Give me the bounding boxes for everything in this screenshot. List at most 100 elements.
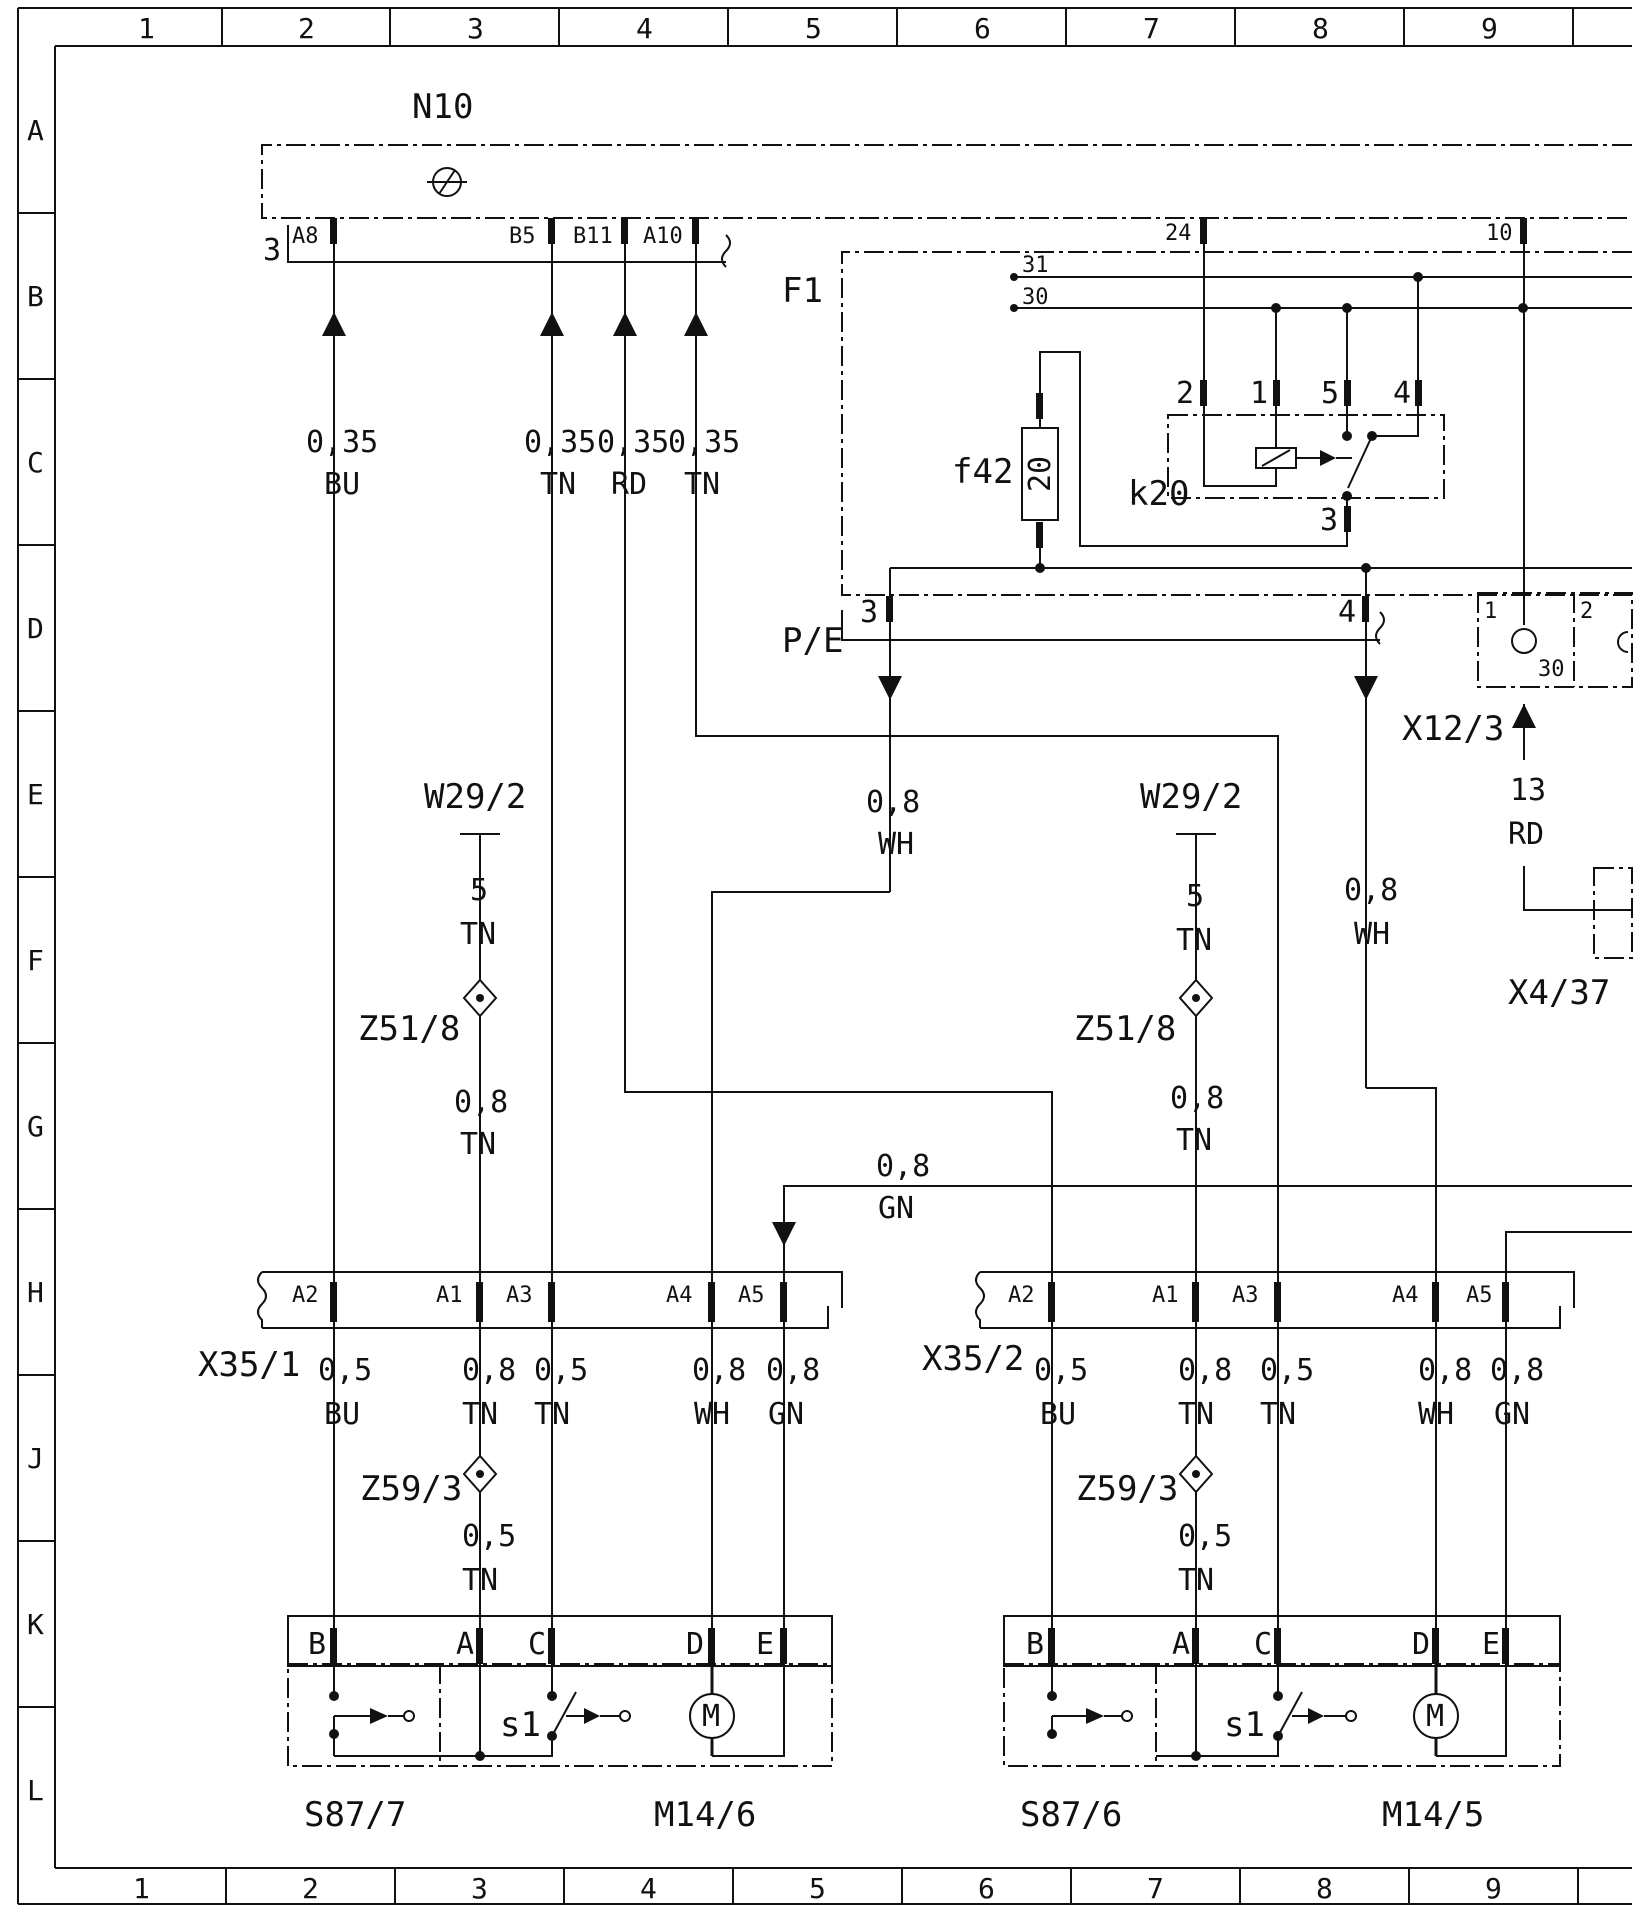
wire-gauge: 0,8	[692, 1353, 746, 1388]
pin-10: 10	[1486, 221, 1513, 246]
col-label: 4	[636, 12, 653, 45]
m14-6-label: M14/6	[654, 1795, 756, 1835]
f42-label: f42	[952, 452, 1013, 492]
z51-left-label: Z51/8	[358, 1009, 460, 1049]
wire-color: GN	[878, 1191, 914, 1226]
col-label: 4	[640, 1872, 657, 1905]
k20-label: k20	[1128, 474, 1189, 514]
row-label: D	[27, 612, 44, 645]
col-label: 7	[1147, 1872, 1164, 1905]
wire-gauge: 5	[470, 873, 488, 908]
z51-right-label: Z51/8	[1074, 1009, 1176, 1049]
wire-color: WH	[694, 1397, 730, 1432]
f42-rating: 20	[1023, 456, 1058, 492]
switch-pin-a: A	[1172, 1627, 1190, 1662]
col-label: 9	[1481, 12, 1498, 45]
x35-1-pin-a4: A4	[666, 1283, 693, 1308]
wire-color: WH	[1418, 1397, 1454, 1432]
wire-gauge: 0,8	[1490, 1353, 1544, 1388]
wire-color: TN	[460, 917, 496, 952]
pin-b11: B11	[573, 224, 613, 249]
pe-pin-4: 4	[1338, 595, 1356, 630]
x4-label: X4/37	[1508, 973, 1610, 1013]
wire-color: TN	[540, 467, 576, 502]
x35-1-label: X35/1	[198, 1345, 300, 1385]
x35-2-pin-a1: A1	[1152, 1283, 1179, 1308]
row-label: J	[27, 1442, 44, 1475]
w29-left: W29/2 5 TN Z51/8 0,8 TN	[358, 777, 526, 1290]
wire-gauge: 0,5	[1034, 1353, 1088, 1388]
row-label: E	[27, 778, 44, 811]
x12-pin-30: 30	[1538, 657, 1565, 682]
f1-box: F1 31 30	[782, 251, 1632, 596]
col-label: 7	[1143, 12, 1160, 45]
col-label: 8	[1312, 12, 1329, 45]
x35-2-pin-a2: A2	[1008, 1283, 1035, 1308]
s1-right-label: s1	[1224, 1705, 1265, 1745]
border-frame	[17, 7, 1632, 1905]
wire-gauge: 0,8	[1170, 1081, 1224, 1116]
wire-gauge: 0,8	[454, 1085, 508, 1120]
pin-a8: A8	[292, 224, 319, 249]
wire-color: TN	[462, 1397, 498, 1432]
wire-gauge: 0,35	[668, 425, 740, 460]
wire-gauge: 0,8	[462, 1353, 516, 1388]
wire-color: WH	[1354, 917, 1390, 952]
switch-pin-d: D	[1412, 1627, 1430, 1662]
wire-gauge: 0,35	[524, 425, 596, 460]
col-label: 5	[805, 12, 822, 45]
wire-gauge: 0,5	[318, 1353, 372, 1388]
k20-relay: k20 2 1 5 4 3	[1039, 244, 1445, 547]
x35-2-label: X35/2	[922, 1339, 1024, 1379]
wire-color: TN	[462, 1563, 498, 1598]
col-label: 2	[302, 1872, 319, 1905]
switch-pin-e: E	[1482, 1627, 1500, 1662]
pin-24: 24	[1165, 221, 1192, 246]
x35-1-connector: A2 A1 A3 A4 A5 X35/1	[198, 1271, 843, 1385]
row-label: L	[27, 1774, 44, 1807]
switch-pin-b: B	[308, 1627, 326, 1662]
wire-gauge: 0,8	[1344, 873, 1398, 908]
wire-color: GN	[1494, 1397, 1530, 1432]
switch-assembly-right: B A C D E s1 M S8	[1003, 1615, 1561, 1835]
n10-module: N10 3 A8 B5 B11 A10	[261, 87, 1632, 268]
col-label: 3	[471, 1872, 488, 1905]
row-label: A	[27, 114, 44, 147]
motor-label: M	[702, 1699, 720, 1734]
top-right-pins: 24 10	[1165, 218, 1527, 246]
switch-assembly-left: B A C D E s1 M S8	[287, 1615, 833, 1835]
motor-label: M	[1426, 1699, 1444, 1734]
x35-2-connector: A2 A1 A3 A4 A5 X35/2	[922, 1271, 1575, 1379]
col-label: 3	[467, 12, 484, 45]
wire-color: TN	[1178, 1397, 1214, 1432]
pe-pin-3: 3	[860, 595, 878, 630]
wire-color: TN	[1176, 923, 1212, 958]
row-label: B	[27, 280, 44, 313]
z59-left-label: Z59/3	[360, 1469, 462, 1509]
col-label: 6	[978, 1872, 995, 1905]
switch-pin-c: C	[528, 1627, 546, 1662]
w29-right-label: W29/2	[1140, 777, 1242, 817]
x35-1-wires: 0,5 BU 0,8 TN Z59/3 0,5 TN 0,5 TN 0,8 WH…	[318, 1322, 820, 1628]
wire-gauge: 0,5	[462, 1519, 516, 1554]
n10-label: N10	[412, 87, 473, 127]
bus-30: 30	[1022, 285, 1049, 310]
row-label: C	[27, 446, 44, 479]
x35-2-pin-a4: A4	[1392, 1283, 1419, 1308]
row-labels: A B C D E F G H J K L	[27, 114, 44, 1807]
s87-6-label: S87/6	[1020, 1795, 1122, 1835]
s87-7-label: S87/7	[304, 1795, 406, 1835]
x35-2-wires: 0,5 BU 0,8 TN Z59/3 0,5 TN 0,5 TN 0,8 WH…	[1034, 1322, 1544, 1628]
switch-pin-c: C	[1254, 1627, 1272, 1662]
wire-gauge: 0,8	[766, 1353, 820, 1388]
wire-color: BU	[1040, 1397, 1076, 1432]
f1-label: F1	[782, 271, 823, 311]
wire-gauge: 5	[1186, 879, 1204, 914]
pin-b5: B5	[509, 224, 536, 249]
col-label: 1	[133, 1872, 150, 1905]
col-label: 9	[1485, 1872, 1502, 1905]
x35-1-pin-a5: A5	[738, 1283, 765, 1308]
wire-gauge: 0,8	[876, 1149, 930, 1184]
col-label: 2	[298, 12, 315, 45]
